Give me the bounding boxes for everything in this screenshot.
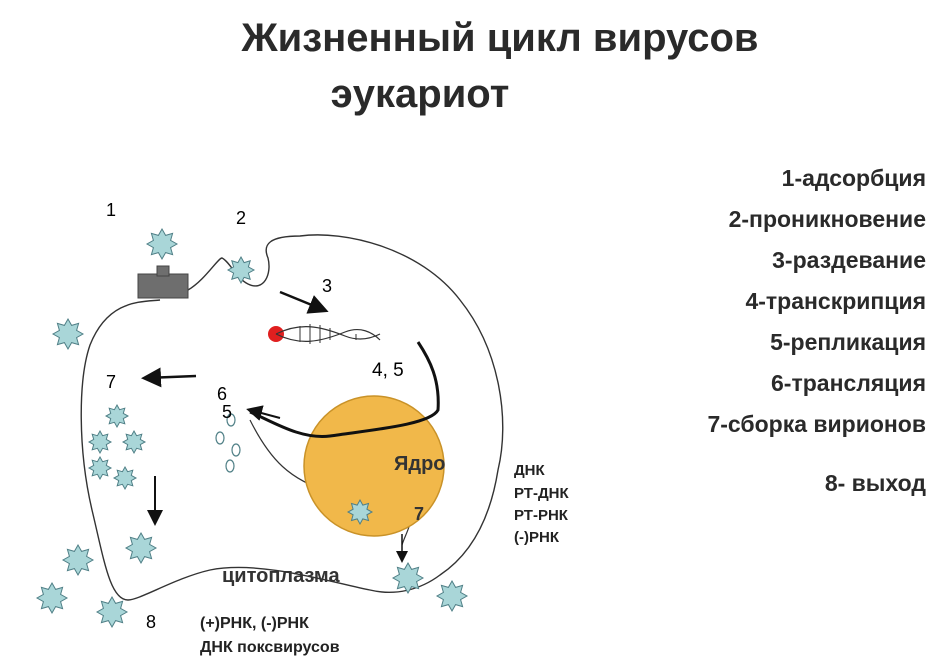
receptor xyxy=(137,273,189,299)
arrow-uncoating xyxy=(279,290,329,314)
label-step-4-5: 4, 5 xyxy=(372,360,404,381)
nucleus-label: Ядро xyxy=(394,453,446,475)
legend-item-penetration: 2-проникновение xyxy=(728,206,926,232)
virion-icon xyxy=(391,561,425,595)
virion-icon xyxy=(112,465,138,491)
title-line-1: Жизненный цикл вирусов xyxy=(241,16,759,60)
cell-membrane xyxy=(80,234,504,601)
virion-icon xyxy=(124,531,158,565)
legend-item-uncoating: 3-раздевание xyxy=(772,247,926,273)
legend: 1-адсорбция 2-проникновение 3-раздевание… xyxy=(596,158,926,504)
exit-type-poxvirus: ДНК поксвирусов xyxy=(200,639,340,656)
label-step-1: 1 xyxy=(106,200,116,220)
legend-item-assembly: 7-сборка вирионов xyxy=(707,411,926,437)
title-line-2: эукариот xyxy=(330,72,510,116)
arrow-translation xyxy=(246,405,281,421)
genome-ribbon-bottom xyxy=(275,328,381,342)
virion-icon xyxy=(121,429,147,455)
genome-rungs xyxy=(299,324,357,344)
virion-icon xyxy=(145,227,179,261)
virion-icon xyxy=(87,455,113,481)
legend-item-transcription: 4-транскрипция xyxy=(745,288,926,314)
arrow-to-assembly xyxy=(141,367,197,388)
label-step-6: 6 xyxy=(217,384,227,404)
label-step-7-nucleus: 7 xyxy=(414,504,424,524)
virion-icon xyxy=(61,543,95,577)
label-step-8: 8 xyxy=(146,612,156,632)
legend-item-translation: 6-трансляция xyxy=(771,370,926,396)
virion-icon xyxy=(87,429,113,455)
virion-icon xyxy=(35,581,69,615)
genome-type-neg-rna: (-)РНК xyxy=(514,529,560,546)
virion-icon xyxy=(346,498,374,526)
receptor-stem xyxy=(156,265,170,277)
genome-type-rt-rna: РТ-РНК xyxy=(514,507,569,524)
label-step-3: 3 xyxy=(322,276,332,296)
virions xyxy=(35,227,469,629)
virion-icon xyxy=(226,255,256,285)
legend-item-adsorption: 1-адсорбция xyxy=(781,165,926,191)
legend-item-exit: 8- выход xyxy=(824,470,926,496)
genome-type-dna: ДНК xyxy=(514,462,546,479)
label-step-5: 5 xyxy=(222,402,232,422)
ribosomes xyxy=(215,413,241,473)
legend-item-replication: 5-репликация xyxy=(770,329,926,355)
exit-type-rna: (+)РНК, (-)РНК xyxy=(200,615,309,632)
nucleus xyxy=(303,395,445,537)
virion-icon xyxy=(95,595,129,629)
genome-type-rt-dna: РТ-ДНК xyxy=(514,485,569,502)
virion-icon xyxy=(435,579,469,613)
virion-icon xyxy=(104,403,130,429)
label-step-2: 2 xyxy=(236,208,246,228)
cytoplasm-label: цитоплазма xyxy=(222,565,340,587)
virion-icon xyxy=(51,317,85,351)
label-step-7-left: 7 xyxy=(106,372,116,392)
genome-ribbon-top xyxy=(275,326,381,340)
genome-path xyxy=(249,341,440,439)
